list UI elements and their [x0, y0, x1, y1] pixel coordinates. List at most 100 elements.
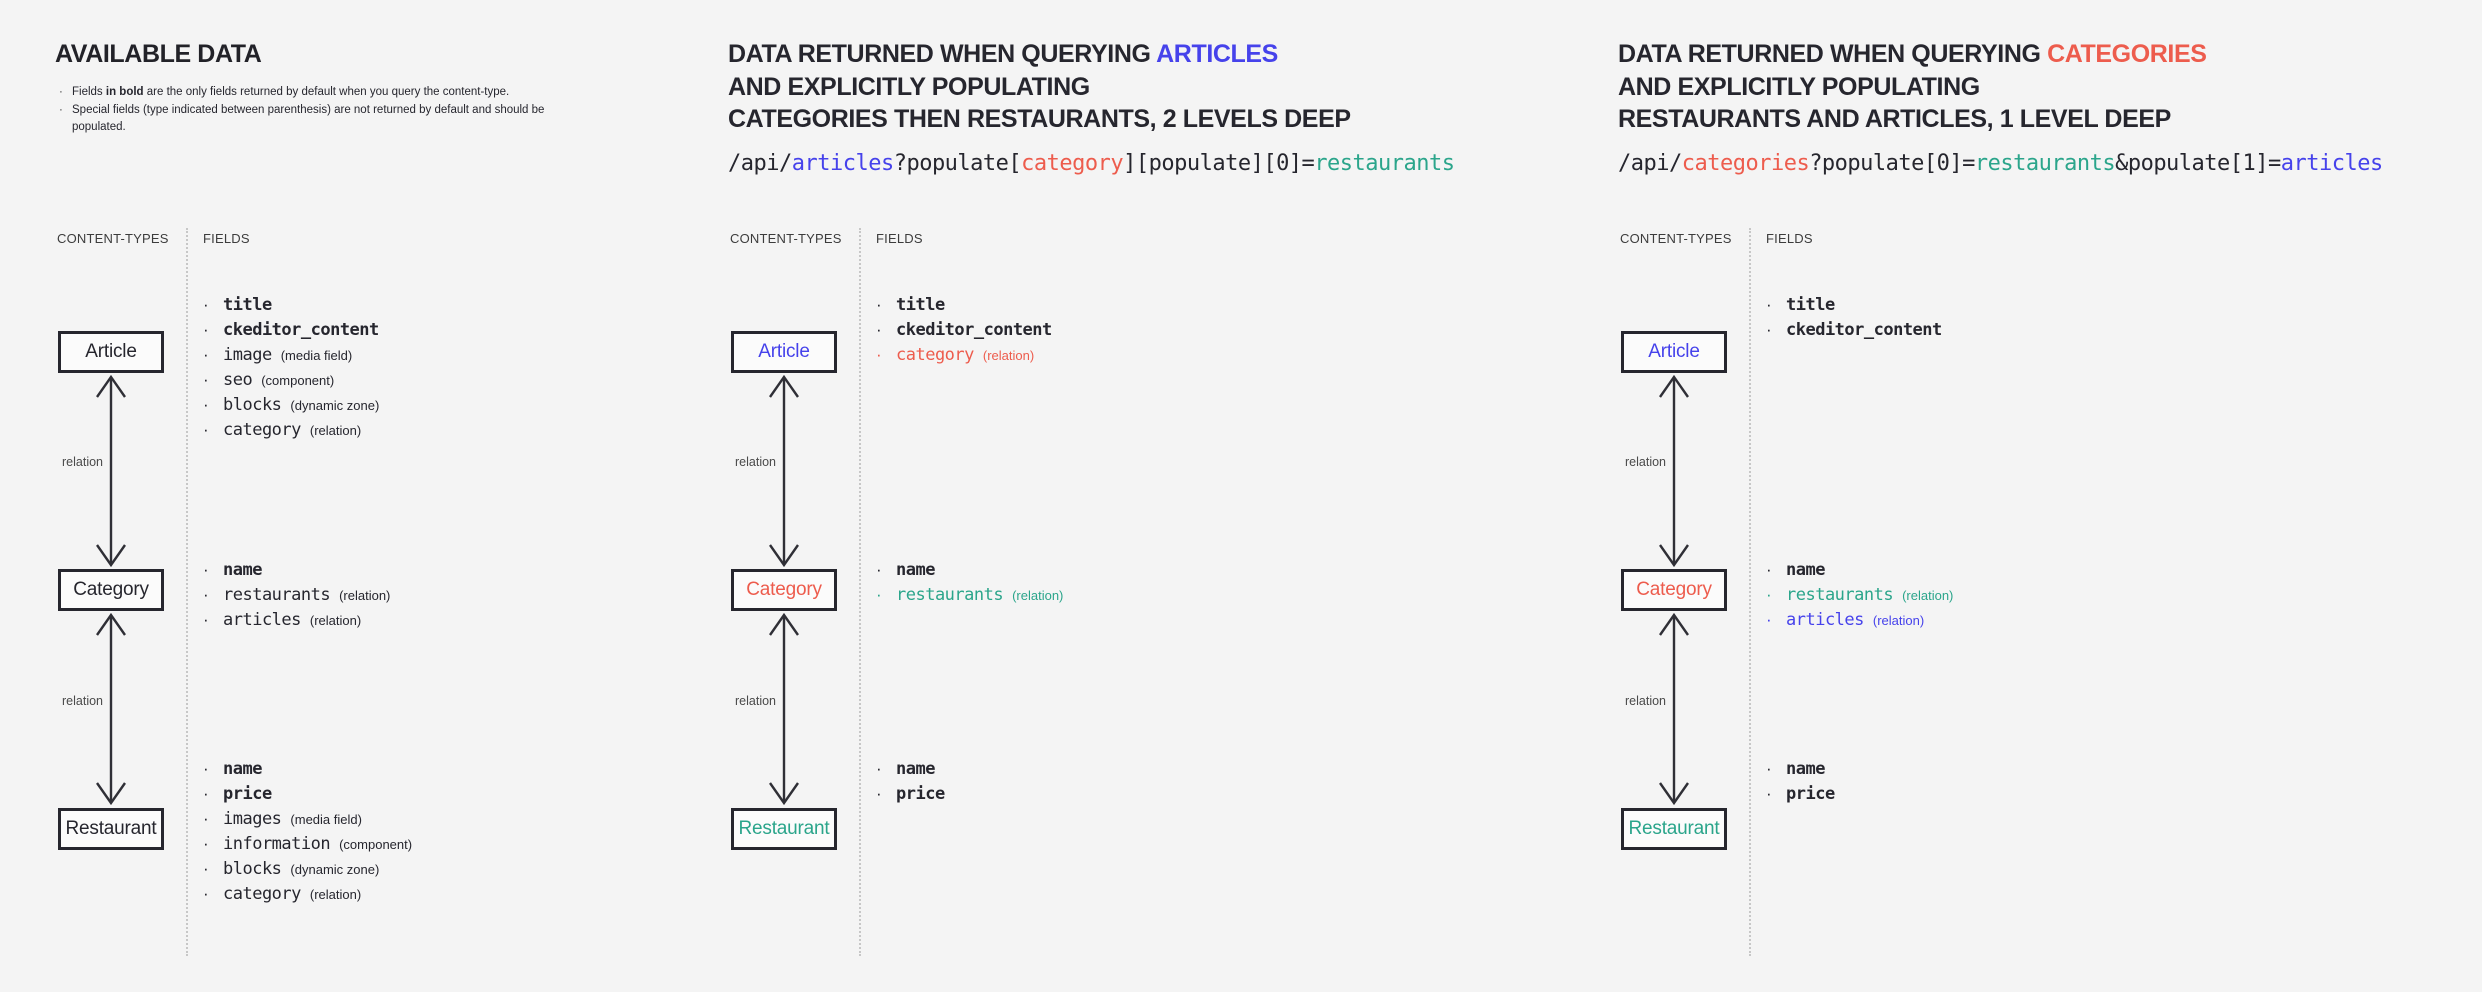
node-label: Restaurant: [738, 818, 830, 839]
field-type: (dynamic zone): [290, 862, 380, 877]
panel-title: DATA RETURNED WHEN QUERYING CATEGORIES A…: [1618, 38, 2207, 136]
title-line: DATA RETURNED WHEN QUERYING CATEGORIES: [1618, 38, 2207, 71]
relation-label: relation: [62, 455, 103, 469]
field-item: · ckeditor_content: [876, 317, 1052, 342]
field-item: ·price: [203, 781, 412, 806]
field-item: ·name: [876, 557, 1063, 582]
bullet-icon: ·: [876, 784, 882, 803]
text-segment: restaurants: [1314, 151, 1455, 176]
node-label: Restaurant: [65, 818, 157, 839]
field-type: (relation): [1012, 588, 1064, 603]
field-list-category: ·name·restaurants(relation)·articles(rel…: [1766, 557, 1953, 632]
field-type: (relation): [309, 887, 362, 902]
column-label-content-types: CONTENT-TYPES: [57, 231, 169, 246]
api-url: /api/categories?populate[0]=restaurants&…: [1618, 151, 2383, 176]
column-divider: [186, 228, 188, 956]
field-type: (dynamic zone): [290, 398, 380, 413]
node-label: Category: [746, 579, 822, 600]
panel-query-articles: DATA RETURNED WHEN QUERYING ARTICLES AND…: [728, 0, 1608, 992]
field-item: ·category(relation): [203, 417, 379, 442]
bullet-icon: ·: [203, 345, 209, 364]
field-list-article: ·title·ckeditor_content·image(media fiel…: [203, 292, 379, 442]
text-segment: DATA RETURNED WHEN QUERYING: [728, 40, 1157, 68]
note-item: · Fields in bold are the only fields ret…: [57, 84, 597, 101]
text-segment: ][populate][0]=: [1123, 151, 1315, 176]
relation-label: relation: [62, 694, 103, 708]
relation-arrow-icon: [769, 612, 799, 806]
node-box-category: Category: [58, 569, 164, 611]
field-name: name: [223, 560, 262, 580]
text-segment: restaurants: [1974, 151, 2116, 176]
field-name: category: [896, 345, 974, 365]
relation-arrow-icon: [1659, 374, 1689, 568]
note-list: · Fields in bold are the only fields ret…: [57, 84, 597, 137]
text-segment: RESTAURANTS AND ARTICLES, 1 LEVEL DEEP: [1618, 105, 2171, 133]
field-name: blocks: [223, 395, 282, 415]
bullet-icon: ·: [1766, 759, 1772, 778]
panel-query-categories: DATA RETURNED WHEN QUERYING CATEGORIES A…: [1618, 0, 2482, 992]
text-segment: AND EXPLICITLY POPULATING: [1618, 72, 1980, 101]
column-divider: [1749, 228, 1751, 956]
field-name: information: [223, 834, 331, 854]
title-line: CATEGORIES THEN RESTAURANTS, 2 LEVELS DE…: [728, 103, 1351, 136]
field-item: · image (media field): [203, 342, 379, 367]
text-segment: categories: [1681, 151, 1810, 176]
bullet-icon: ·: [59, 86, 63, 98]
text-segment: ?populate[: [893, 151, 1022, 176]
column-label-fields: FIELDS: [1766, 231, 1813, 246]
note-item: · Special fields (type indicated between…: [57, 102, 597, 136]
relation-label: relation: [1625, 694, 1666, 708]
field-name: ckeditor_content: [896, 320, 1052, 340]
bullet-icon: ·: [203, 320, 209, 339]
field-item: ·blocks(dynamic zone): [203, 856, 412, 881]
text-segment: articles: [2280, 151, 2383, 176]
title-line: AND EXPLICITLY POPULATING: [1618, 71, 2207, 104]
field-name: seo: [223, 370, 253, 390]
bullet-icon: ·: [1766, 295, 1772, 314]
field-item: ·ckeditor_content: [203, 317, 379, 342]
title-line: DATA RETURNED WHEN QUERYING ARTICLES: [728, 38, 1351, 71]
relation-arrow-icon: [96, 612, 126, 806]
title-line: RESTAURANTS AND ARTICLES, 1 LEVEL DEEP: [1618, 103, 2207, 136]
text-segment: ARTICLES: [1156, 40, 1278, 68]
field-list-category: ·name·restaurants(relation): [876, 557, 1063, 607]
bullet-icon: ·: [876, 320, 882, 339]
field-type: (relation): [1902, 588, 1954, 603]
column-divider: [859, 228, 861, 956]
node-box-category: Category: [1621, 569, 1727, 611]
title-line: AND EXPLICITLY POPULATING: [728, 71, 1351, 104]
field-type: (component): [339, 837, 413, 852]
field-type: (media field): [280, 348, 353, 363]
relation-label: relation: [1625, 455, 1666, 469]
node-box-article: Article: [58, 331, 164, 373]
relation-label: relation: [735, 455, 776, 469]
field-list-category: ·name·restaurants(relation)·articles(rel…: [203, 557, 390, 632]
node-box-category: Category: [731, 569, 837, 611]
node-label: Category: [1636, 579, 1712, 600]
field-name: image: [223, 345, 272, 365]
field-list-article: ·title·ckeditor_content: [1766, 292, 1942, 342]
field-name: images: [223, 809, 282, 829]
field-item: ·title: [203, 292, 379, 317]
field-item: ·articles(relation): [203, 607, 390, 632]
text-segment: /api/: [1618, 151, 1682, 176]
field-name: name: [896, 759, 935, 779]
field-item: · name: [203, 557, 390, 582]
field-item: ·name: [1766, 557, 1953, 582]
field-name: name: [1786, 759, 1825, 779]
field-type: (relation): [339, 588, 391, 603]
field-list-article: ·title·ckeditor_content·category(relatio…: [876, 292, 1052, 367]
text-segment: articles: [791, 151, 894, 176]
relation-arrow-icon: [769, 374, 799, 568]
field-name: category: [223, 420, 301, 440]
field-name: price: [1786, 784, 1835, 804]
field-name: restaurants: [896, 585, 1004, 605]
node-box-restaurant: Restaurant: [58, 808, 164, 850]
bullet-icon: ·: [876, 345, 882, 364]
field-name: name: [896, 560, 935, 580]
field-type: (relation): [309, 423, 362, 438]
field-type: (relation): [1872, 613, 1925, 628]
bullet-icon: ·: [203, 560, 209, 579]
bullet-icon: ·: [203, 585, 209, 604]
bullet-icon: ·: [203, 784, 209, 803]
